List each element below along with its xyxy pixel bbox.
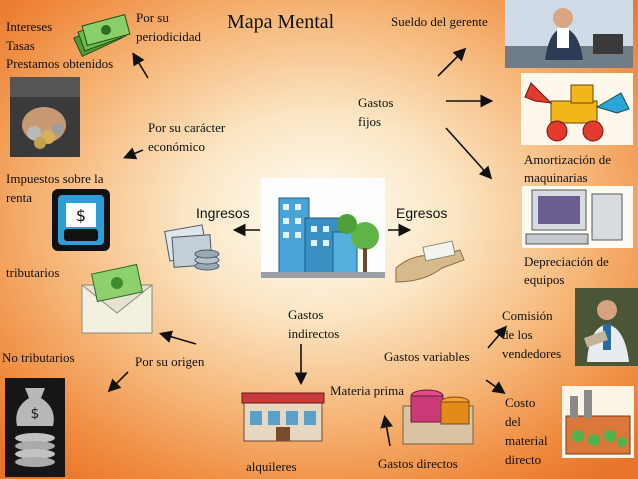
item-depreciacion-2: equipos	[524, 272, 565, 287]
item-intereses: Intereses	[6, 19, 53, 34]
item-amortizacion-2: maquinarias	[524, 170, 588, 185]
item-prestamos: Prestamos obtenidos	[6, 56, 114, 71]
arrow-to-impuestos	[123, 147, 144, 160]
item-impuestos-2: renta	[6, 190, 32, 205]
arrow-to-no-tributarios	[107, 371, 129, 393]
arrow-to-tributarios	[158, 330, 197, 345]
periodicidad-label-1: Por su	[136, 10, 169, 25]
item-sueldo: Sueldo del gerente	[391, 14, 488, 29]
arrow-to-depreciacion	[445, 127, 493, 180]
salesman-picture	[575, 288, 638, 366]
item-alquileres: alquileres	[246, 459, 297, 474]
item-tasas: Tasas	[6, 38, 35, 53]
arrow-to-periodicidad	[132, 52, 149, 79]
gastos-fijos-label-2: fijos	[358, 114, 382, 129]
item-costo-2: del	[505, 414, 521, 429]
coins-cash-picture	[163, 222, 225, 280]
manager-phone-photo	[505, 0, 633, 68]
ingresos-label: Ingresos	[196, 205, 250, 221]
arrow-to-sueldo	[437, 47, 467, 77]
storefront-picture	[240, 385, 326, 443]
envelope-money-picture	[78, 263, 156, 339]
arrow-to-materia-prima	[380, 414, 393, 447]
item-costo-3: material	[505, 433, 548, 448]
diagram-title: Mapa Mental	[227, 11, 335, 33]
buildings-picture	[261, 178, 385, 278]
egresos-label: Egresos	[396, 205, 448, 221]
gastos-indirectos-label-2: indirectos	[288, 326, 340, 341]
tax-money-icon: $	[50, 187, 112, 253]
item-costo-4: directo	[505, 452, 542, 467]
computer-picture	[522, 186, 633, 248]
item-amortizacion-1: Amortización de	[524, 152, 611, 167]
item-tributarios: tributarios	[6, 265, 60, 280]
gastos-indirectos-label-1: Gastos	[288, 307, 324, 322]
money-bag-coins-photo: $	[5, 378, 65, 477]
item-depreciacion-1: Depreciación de	[524, 254, 609, 269]
periodicidad-label-2: periodicidad	[136, 29, 201, 44]
item-comision-3: vendedores	[502, 346, 562, 361]
caracter-label-1: Por su carácter	[148, 120, 226, 135]
item-comision-2: de los	[502, 327, 533, 342]
arrow-to-costo	[485, 379, 506, 394]
arrow-to-comision	[487, 325, 508, 349]
origen-label: Por su origen	[135, 354, 205, 369]
gastos-variables-label: Gastos variables	[384, 349, 470, 364]
item-costo-1: Costo	[505, 395, 536, 410]
gastos-directos-label: Gastos directos	[378, 456, 458, 471]
svg-text:$: $	[76, 206, 86, 225]
factory-picture	[562, 386, 634, 458]
caracter-label-2: económico	[148, 139, 206, 154]
hand-giving-picture	[394, 238, 466, 286]
materials-picture	[397, 376, 479, 448]
item-comision-1: Comisión	[502, 308, 553, 323]
item-materia-prima: Materia prima	[330, 383, 404, 398]
svg-text:$: $	[31, 406, 40, 422]
item-no-tributarios: No tributarios	[2, 350, 75, 365]
gastos-fijos-label-1: Gastos	[358, 95, 394, 110]
money-stack-picture	[70, 8, 132, 60]
coins-hand-photo	[10, 77, 80, 157]
item-impuestos-1: Impuestos sobre la	[6, 171, 104, 186]
excavator-picture	[521, 73, 633, 145]
